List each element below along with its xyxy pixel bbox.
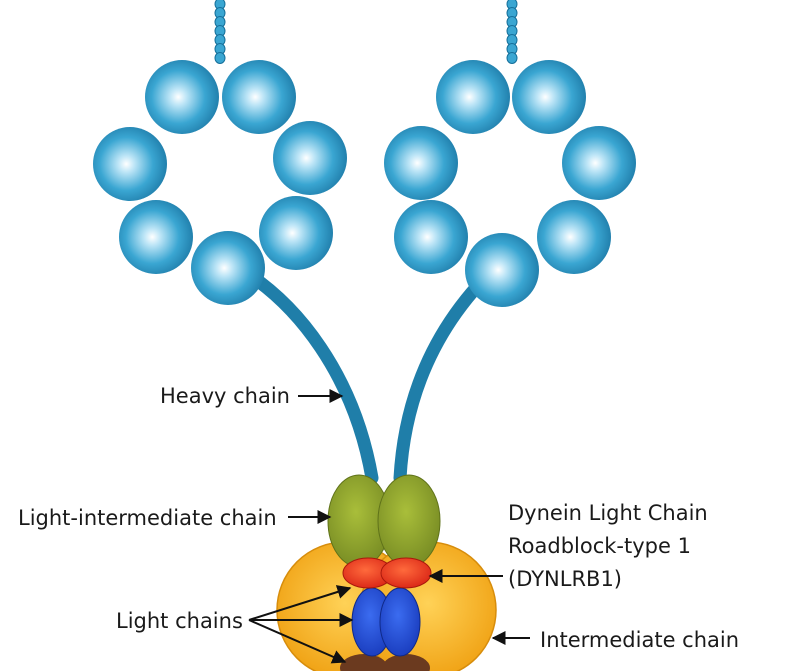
dynlrb1-label-line1: Dynein Light Chain — [508, 501, 708, 525]
motor-bead — [465, 233, 539, 307]
heavy-chain-label: Heavy chain — [160, 384, 290, 408]
brown-subunit-right — [382, 654, 430, 671]
motor-bead — [93, 127, 167, 201]
motor-bead — [562, 126, 636, 200]
light-intermediate-chain-right — [377, 474, 441, 568]
motor-bead — [537, 200, 611, 274]
intermediate-chain-label: Intermediate chain — [540, 628, 739, 652]
left-chain-links — [214, 0, 226, 64]
dynlrb1-label-line2: Roadblock-type 1 — [508, 534, 691, 558]
left-motor-ring — [93, 60, 347, 305]
motor-bead — [119, 200, 193, 274]
motor-bead — [145, 60, 219, 134]
motor-bead — [436, 60, 510, 134]
light-chains-arrow-lower — [248, 619, 347, 664]
brown-subunit-left — [340, 654, 388, 671]
motor-bead — [191, 231, 265, 305]
right-chain-links — [506, 0, 518, 64]
light-chain-right — [379, 587, 421, 657]
dynlrb1-label-line3: (DYNLRB1) — [508, 567, 622, 591]
motor-bead — [273, 121, 347, 195]
chain-link — [214, 52, 226, 64]
dynlrb1-right — [380, 557, 432, 589]
chain-link — [506, 52, 518, 64]
light-chains-label: Light chains — [116, 609, 243, 633]
right-motor-ring — [384, 60, 636, 307]
motor-bead — [222, 60, 296, 134]
motor-bead — [384, 126, 458, 200]
light-chains-arrow-upper — [248, 585, 352, 621]
motor-bead — [259, 196, 333, 270]
light-intermediate-chain-label: Light-intermediate chain — [18, 506, 277, 530]
motor-bead — [512, 60, 586, 134]
motor-bead — [394, 200, 468, 274]
